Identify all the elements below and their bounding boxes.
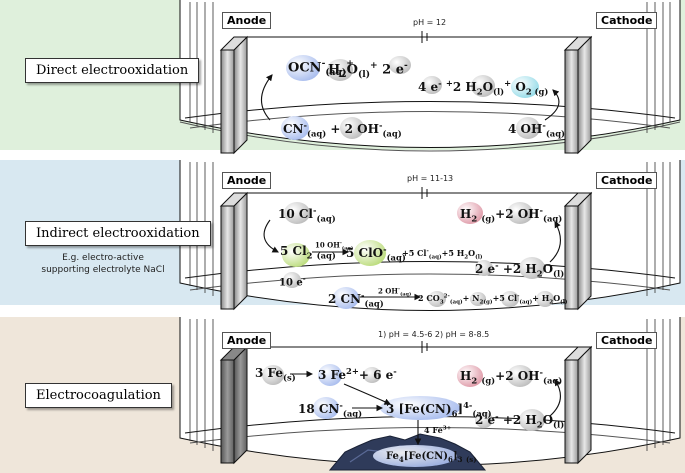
species-prussian: Fe4[Fe(CN)6]3 (s) bbox=[386, 451, 477, 464]
precipitate bbox=[328, 433, 487, 471]
cathode-plate-2 bbox=[563, 191, 593, 311]
ph-label-3: 1) pH = 4.5-6 2) pH = 8-8.5 bbox=[378, 330, 490, 339]
anode-plate-1 bbox=[219, 35, 249, 155]
species-fe3: 4 Fe3+ bbox=[424, 425, 452, 435]
cathode-plate-3 bbox=[563, 345, 593, 465]
species-cn18: 18 CN-(aq) bbox=[298, 400, 363, 419]
beaker-3 bbox=[179, 317, 681, 466]
species-clo-rest: +5 Cl-(aq)+5 H2O(l) bbox=[402, 248, 483, 261]
species-fe: 3 Fe(s) bbox=[255, 366, 296, 383]
species-oh2: 2 OH-(aq) bbox=[378, 286, 412, 298]
bubbles-2 bbox=[282, 202, 554, 309]
anode-plate-3 bbox=[219, 345, 249, 465]
species-ocn: OCN-(aq)+ bbox=[288, 58, 354, 78]
species-cath-rxn-2: 2 e- +2 H2O(l) bbox=[475, 260, 565, 279]
species-h2-2: H2 (g)+2 OH-(aq) bbox=[460, 205, 563, 224]
beaker-2 bbox=[179, 160, 681, 311]
anode-plate-2 bbox=[219, 191, 249, 311]
species-cath-rxn-3: 2 e- +2 H2O(l) bbox=[475, 411, 565, 430]
cathode-label-3: Cathode bbox=[596, 332, 658, 349]
arrows-2 bbox=[263, 219, 561, 301]
species-products: 2 CO32-(aq)+ N2(g)+5 Cl-(aq)+ H2O(l) bbox=[418, 293, 568, 306]
anode-label-3: Anode bbox=[222, 332, 272, 349]
ph-label-1: pH = 12 bbox=[413, 18, 447, 27]
species-clo: 5 ClO-(aq) bbox=[346, 244, 406, 263]
species-oh10: 10 OH-(aq) bbox=[315, 240, 354, 252]
panel-label-direct: Direct electrooxidation bbox=[25, 58, 200, 83]
species-oh-1: 4 OH-(aq) bbox=[508, 120, 566, 139]
species-e10: 10 e- bbox=[279, 274, 306, 289]
arrows-1 bbox=[260, 74, 560, 121]
species-cn-oh: CN-(aq) + 2 OH-(aq) bbox=[283, 120, 402, 139]
species-cathode-rxn-1: 4 e- +2 H2O(l)+ O2 (g) bbox=[418, 78, 549, 97]
cathode-label-2: Cathode bbox=[596, 172, 658, 189]
beaker-1 bbox=[179, 0, 681, 152]
species-cl: 10 Cl-(aq) bbox=[278, 205, 336, 224]
species-fecn: 3 [Fe(CN)6]4-(aq) bbox=[386, 400, 492, 419]
anode-label-1: Anode bbox=[222, 12, 272, 29]
species-cl2: 5 Cl2 (aq) bbox=[280, 244, 336, 261]
ph-label-2: pH = 11-13 bbox=[407, 174, 454, 183]
cathode-plate-1 bbox=[563, 35, 593, 155]
anode-label-2: Anode bbox=[222, 172, 272, 189]
species-cn2: 2 CN-(aq) bbox=[328, 290, 384, 309]
species-h2-3: H2 (g)+2 OH-(aq) bbox=[460, 367, 563, 386]
panel-label-electrocoagulation: Electrocoagulation bbox=[25, 383, 172, 408]
panel-label-indirect: Indirect electrooxidation bbox=[25, 221, 211, 246]
arrows-3 bbox=[290, 370, 561, 446]
species-h2o-e: H2O(l)+ 2 e- bbox=[328, 60, 408, 80]
bubbles-1 bbox=[281, 55, 540, 140]
species-fe2: 3 Fe2++ 6 e- bbox=[318, 366, 397, 382]
cathode-label-1: Cathode bbox=[596, 12, 658, 29]
bubbles-3 bbox=[262, 364, 545, 431]
